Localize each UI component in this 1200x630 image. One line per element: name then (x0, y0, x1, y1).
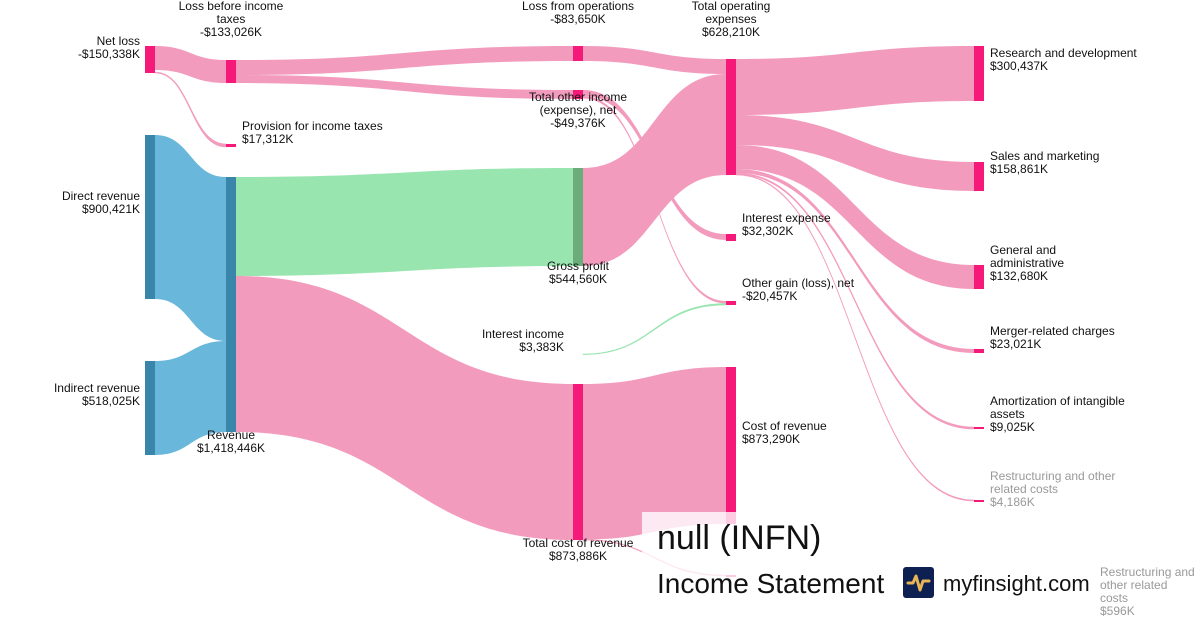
statement-title: Income Statement (657, 568, 885, 599)
company-title: null (INFN) (657, 519, 822, 557)
node-sales-marketing[interactable] (974, 162, 984, 191)
node-gna[interactable] (974, 265, 984, 289)
link-interest_income-to-other_gain (582, 303, 727, 355)
link-loss_before_taxes-to-loss_from_ops (236, 46, 573, 75)
node-interest-expense[interactable] (726, 234, 736, 241)
link-total_other-to-interest_expense (583, 90, 726, 240)
link-indirect_revenue-to-revenue (155, 341, 226, 455)
node-total-other[interactable] (573, 90, 583, 99)
node-indirect-revenue[interactable] (145, 361, 155, 455)
node-restructuring-opex[interactable] (974, 500, 984, 502)
link-revenue-to-gross_profit (236, 168, 573, 276)
node-total-opex[interactable] (726, 59, 736, 175)
node-net-loss[interactable] (145, 46, 155, 73)
node-gross-profit[interactable] (573, 168, 583, 266)
link-revenue-to-total_cost_revenue (236, 276, 573, 540)
node-rnd[interactable] (974, 46, 984, 101)
link-total_opex-to-rnd (736, 46, 974, 115)
node-revenue[interactable] (226, 177, 236, 432)
link-net_loss-to-provision_taxes (154, 71, 227, 148)
node-cost-of-revenue[interactable] (726, 367, 736, 524)
node-amortization[interactable] (974, 427, 984, 429)
link-total_opex-to-gna (736, 145, 974, 289)
link-net_loss-to-loss_before_taxes (155, 46, 226, 83)
link-total_cost_revenue-to-cost_of_revenue (583, 367, 726, 540)
link-total_opex-to-merger (736, 169, 974, 353)
myfinsight-logo-icon (903, 567, 934, 598)
link-direct_revenue-to-revenue (155, 135, 226, 341)
node-loss-from-ops[interactable] (573, 46, 583, 61)
node-provision-taxes[interactable] (226, 144, 236, 147)
site-link[interactable]: myfinsight.com (943, 571, 1090, 596)
link-gross_profit-to-total_opex (583, 74, 726, 266)
link-loss_before_taxes-to-total_other (236, 75, 573, 99)
link-total_other-to-other_gain (583, 96, 726, 304)
link-total_opex-to-sales_marketing (736, 115, 974, 191)
node-merger[interactable] (974, 349, 984, 353)
node-loss-before-taxes[interactable] (226, 60, 236, 83)
link-loss_from_ops-to-total_opex (583, 46, 726, 74)
node-other-gain[interactable] (726, 301, 736, 305)
node-total-cost-revenue[interactable] (573, 384, 583, 540)
node-direct-revenue[interactable] (145, 135, 155, 299)
